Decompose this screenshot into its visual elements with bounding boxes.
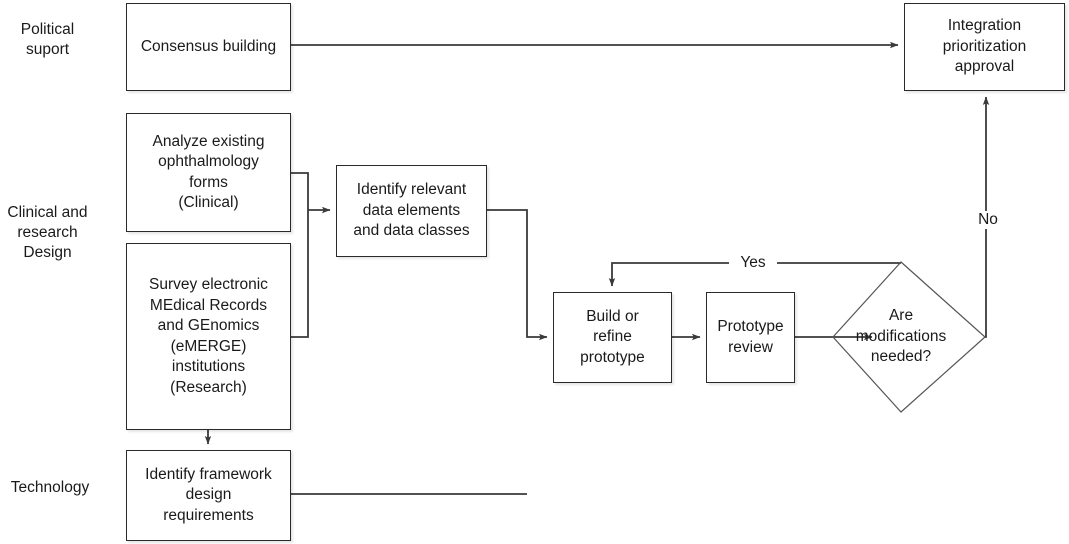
node-integration-prioritization-approval[interactable]: Integration prioritization approval: [904, 3, 1065, 91]
node-decision-modifications-needed[interactable]: Are modifications needed?: [855, 307, 947, 365]
node-survey-emerge-institutions[interactable]: Survey electronic MEdical Records and GE…: [126, 243, 291, 430]
node-prototype-review[interactable]: Prototype review: [706, 292, 795, 383]
node-consensus-building[interactable]: Consensus building: [126, 3, 291, 91]
edge-label-yes: Yes: [729, 254, 777, 272]
node-identify-framework-requirements[interactable]: Identify framework design requirements: [126, 450, 291, 541]
node-identify-relevant-data-elements[interactable]: Identify relevant data elements and data…: [336, 165, 487, 257]
decision-diamond-shape: [832, 261, 986, 413]
node-analyze-existing-forms[interactable]: Analyze existing ophthalmology forms (Cl…: [126, 113, 291, 232]
swimlane-label-clinical: Clinical and research Design: [7, 204, 88, 261]
edge-identify-to-build: [487, 209, 548, 341]
edge-label-no: No: [966, 211, 1010, 229]
swimlane-label-political: Political suport: [20, 21, 75, 58]
edge-bracket-merge: [291, 172, 309, 338]
node-build-or-refine-prototype[interactable]: Build or refine prototype: [553, 292, 672, 383]
edge-yes-loop: [608, 262, 901, 287]
swimlane-label-technology: Technology: [10, 479, 90, 496]
